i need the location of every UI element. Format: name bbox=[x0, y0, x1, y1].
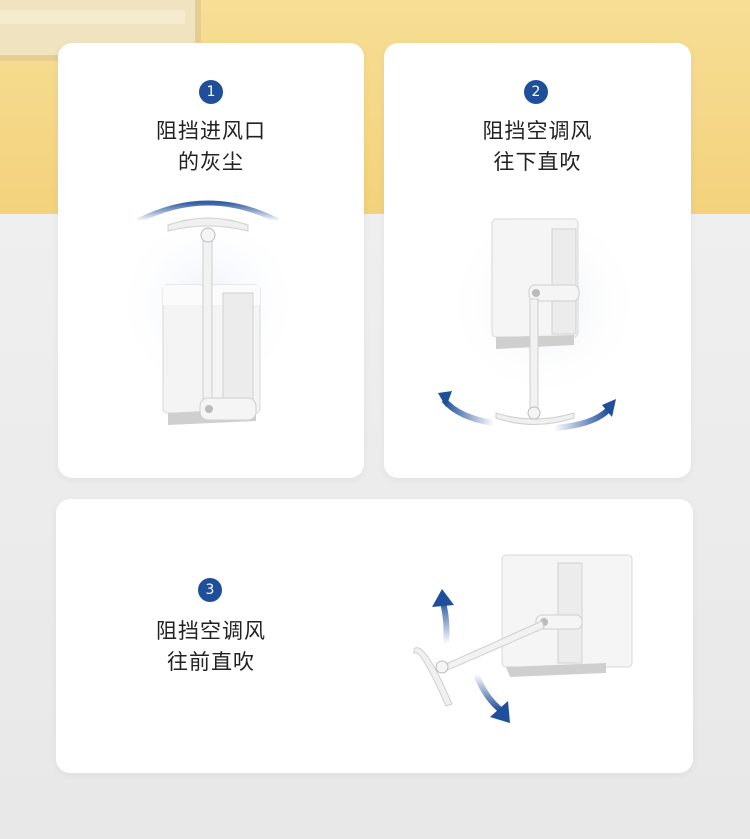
card-title: 阻挡进风口 的灰尘 bbox=[58, 116, 364, 178]
step-badge: 3 bbox=[198, 578, 222, 602]
step-badge: 2 bbox=[524, 80, 548, 104]
card-title-line2: 往前直吹 bbox=[167, 650, 255, 674]
feature-card-2: 2 阻挡空调风 往下直吹 bbox=[384, 43, 691, 478]
card-title-line1: 阻挡空调风 bbox=[482, 119, 593, 143]
card-title-line1: 阻挡进风口 bbox=[156, 119, 266, 143]
feature-card-3: 3 阻挡空调风 往前直吹 bbox=[56, 499, 693, 773]
air-deflector-illustration bbox=[413, 554, 633, 723]
card-title: 阻挡空调风 往前直吹 bbox=[106, 616, 316, 678]
card-title-line2: 往下直吹 bbox=[493, 150, 582, 174]
air-deflector-illustration bbox=[438, 213, 644, 431]
step-badge: 1 bbox=[199, 80, 223, 104]
card-title: 阻挡空调风 往下直吹 bbox=[384, 116, 691, 178]
feature-card-1: 1 阻挡进风口 的灰尘 bbox=[58, 43, 364, 478]
card-title-line2: 的灰尘 bbox=[178, 150, 244, 174]
air-deflector-illustration bbox=[118, 200, 303, 425]
card-title-line1: 阻挡空调风 bbox=[156, 619, 266, 643]
